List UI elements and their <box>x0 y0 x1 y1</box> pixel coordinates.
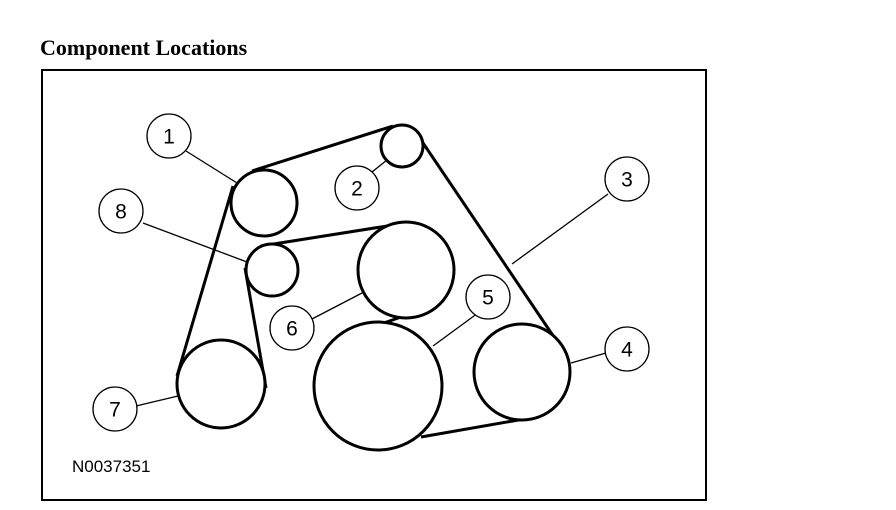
leader-line-2 <box>371 159 388 173</box>
pulley-1 <box>229 168 299 238</box>
callout-bubbles <box>92 113 650 432</box>
pulleys <box>175 123 572 452</box>
callout-6-bubble <box>269 305 315 351</box>
pulley-4 <box>472 322 572 422</box>
callout-numbers: 1 2 3 4 5 6 7 8 <box>109 126 633 422</box>
callout-5-label: 5 <box>482 287 494 310</box>
belt-segment-pulley2-to-pulley4 <box>417 136 562 347</box>
pulley-7 <box>175 338 267 430</box>
diagram-title: Component Locations <box>40 35 248 60</box>
callout-2-label: 2 <box>351 178 363 201</box>
leader-line-4 <box>570 352 607 364</box>
callout-7-label: 7 <box>109 399 121 422</box>
pulley-2 <box>379 123 425 169</box>
pulley-6 <box>356 220 456 320</box>
callout-2-bubble <box>334 165 380 211</box>
pulley-8 <box>244 242 300 298</box>
belt-segment-pulley4-to-pulley5 <box>420 416 531 439</box>
callout-6-label: 6 <box>286 318 298 341</box>
leader-line-5 <box>432 312 479 347</box>
callout-5-bubble <box>465 274 511 320</box>
leader-line-8 <box>142 222 248 263</box>
diagram-frame <box>41 69 707 501</box>
callout-3-label: 3 <box>621 169 633 192</box>
callout-1-bubble <box>146 113 192 159</box>
pulley-5 <box>312 320 444 452</box>
leader-line-7 <box>135 395 179 407</box>
leader-line-6 <box>311 292 363 320</box>
callout-7-bubble <box>92 386 138 432</box>
belt-segment-pulley1-to-pulley2 <box>251 124 394 173</box>
leader-lines <box>135 150 609 407</box>
figure-id: N0037351 <box>72 457 150 476</box>
callout-8-label: 8 <box>115 201 127 224</box>
belt-segment-pulley7-to-pulley1 <box>175 185 235 377</box>
callout-3-bubble <box>604 156 650 202</box>
callout-8-bubble <box>98 188 144 234</box>
callout-4-bubble <box>604 326 650 372</box>
leader-line-1 <box>185 150 238 184</box>
callout-4-label: 4 <box>621 339 633 362</box>
callout-1-label: 1 <box>163 126 175 149</box>
leader-line-3 <box>511 193 609 265</box>
